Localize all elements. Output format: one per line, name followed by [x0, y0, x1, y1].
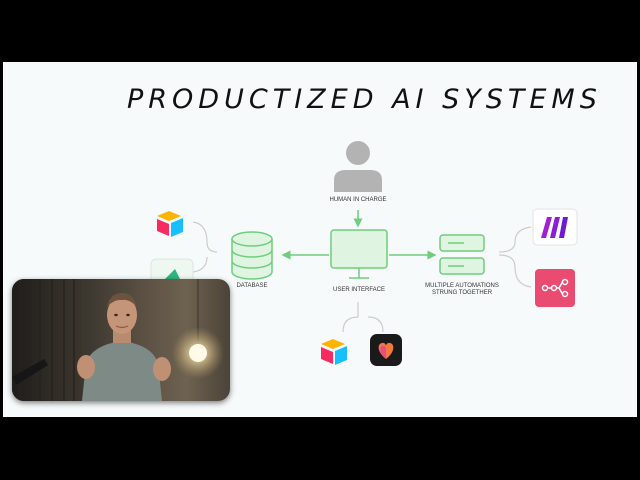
connector-bottom-ui: [342, 302, 359, 333]
microphone-icon: [12, 359, 48, 385]
heart-app-logo-icon: [370, 334, 402, 366]
slide-title: PRODUCTIZED AI SYSTEMS: [127, 84, 602, 115]
connector-bottom-heart: [367, 316, 384, 333]
person-icon: [334, 141, 382, 192]
automations-caption-line1: MULTIPLE AUTOMATIONS: [425, 283, 499, 289]
human-caption: HUMAN IN CHARGE: [329, 197, 387, 203]
lamp-bulb-icon: [189, 344, 207, 362]
n8n-logo-icon: [535, 269, 575, 307]
monitor-icon: [330, 229, 388, 279]
presenter-image: [12, 279, 224, 401]
ui-caption: USER INTERFACE: [332, 287, 385, 293]
connector-airtable-database: [192, 221, 218, 253]
airtable-logo-bottom-icon: [321, 339, 347, 365]
automations-caption-line2: STRUNG TOGETHER: [431, 290, 493, 296]
automations-icon: [439, 234, 485, 275]
airtable-logo-icon: [157, 211, 183, 237]
connector-make-automations: [498, 226, 532, 253]
presenter-webcam: [12, 279, 230, 401]
database-icon: [231, 231, 273, 280]
connector-n8n-automations: [498, 254, 532, 288]
connector-sheet-database: [192, 256, 208, 273]
make-logo-icon: [532, 208, 578, 246]
architecture-diagram: [150, 141, 578, 366]
database-caption: DATABASE: [236, 283, 268, 289]
